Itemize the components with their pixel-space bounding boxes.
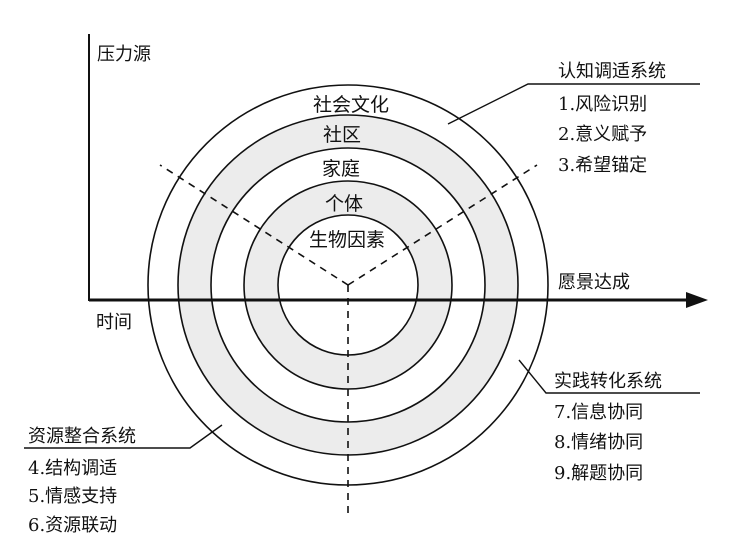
practice-leader-line (518, 359, 700, 394)
origin-label: 时间 (96, 312, 132, 333)
divider-upper-left (159, 164, 349, 286)
cognitive-item-3: 3.希望锚定 (558, 155, 647, 176)
x-axis-end-label: 愿景达成 (558, 272, 630, 293)
ring-label-social-culture: 社会文化 (313, 94, 389, 116)
practice-item-9: 9.解题协同 (554, 463, 643, 484)
y-axis-label: 压力源 (97, 44, 151, 65)
ring-label-family: 家庭 (322, 158, 360, 180)
resource-item-4: 4.结构调适 (28, 458, 117, 479)
practice-item-7: 7.信息协同 (554, 402, 643, 423)
x-axis-arrowhead (686, 292, 708, 308)
ring-label-community: 社区 (323, 124, 361, 146)
ring-label-biological: 生物因素 (309, 229, 385, 251)
practice-item-8: 8.情绪协同 (554, 432, 643, 453)
resource-item-6: 6.资源联动 (28, 515, 117, 536)
resource-system-title: 资源整合系统 (28, 426, 136, 447)
cognitive-leader-line (447, 83, 700, 125)
resource-leader-line (24, 424, 223, 449)
ring-label-individual: 个体 (325, 193, 363, 215)
cognitive-item-2: 2.意义赋予 (558, 124, 647, 145)
cognitive-item-1: 1.风险识别 (558, 94, 647, 115)
practice-system-title: 实践转化系统 (554, 371, 662, 392)
resource-item-5: 5.情感支持 (28, 486, 117, 507)
cognitive-system-title: 认知调适系统 (558, 61, 666, 82)
divider-upper-right (347, 164, 538, 286)
